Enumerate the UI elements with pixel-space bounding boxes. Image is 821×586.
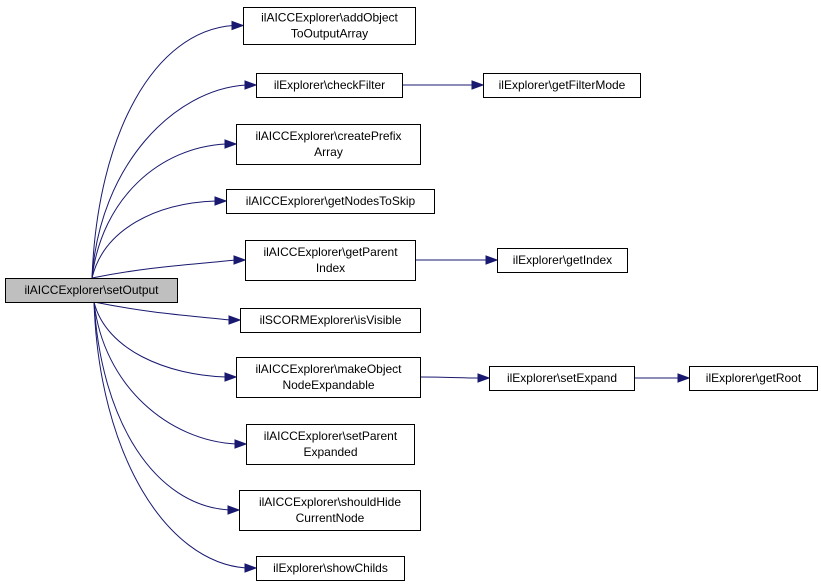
node-box: [246, 424, 415, 465]
node-getFilterMode[interactable]: ilExplorer\getFilterMode: [483, 73, 641, 98]
call-edge-setOutput-to-createPrefixArray: [91, 139, 238, 279]
node-box: [226, 189, 435, 214]
call-edge-setOutput-to-isVisible: [93, 301, 242, 325]
node-label-line: Expanded: [303, 445, 357, 459]
call-nodes: ilAICCExplorer\setOutput ilAICCExplorer\a…: [5, 7, 818, 581]
arrowhead-icon: [224, 139, 238, 149]
node-box: [489, 366, 635, 391]
call-edge-setOutput-to-getParentIndex: [91, 255, 247, 279]
call-edge-setOutput-to-checkFilter: [91, 80, 258, 279]
node-box: [240, 308, 421, 333]
node-box: [236, 357, 421, 398]
call-edge-setOutput-to-addObjectToOutputArray: [91, 20, 245, 279]
node-label-line: ilAICCExplorer\addObject: [261, 11, 398, 25]
node-label-line: ilExplorer\showChilds: [273, 561, 388, 575]
node-getIndex[interactable]: ilExplorer\getIndex: [497, 248, 628, 273]
arrowhead-icon: [471, 80, 485, 90]
node-label-line: CurrentNode: [296, 511, 365, 525]
node-box: [497, 248, 628, 273]
node-box: [256, 73, 403, 98]
node-label-line: ilAICCExplorer\setParent: [264, 429, 398, 443]
arrowhead-icon: [244, 80, 258, 90]
node-label-line: ToOutputArray: [291, 27, 368, 41]
node-label-line: ilSCORMExplorer\isVisible: [260, 313, 402, 327]
arrowhead-icon: [227, 505, 241, 515]
node-setOutput[interactable]: ilAICCExplorer\setOutput: [5, 278, 178, 303]
node-label-line: NodeExpandable: [282, 378, 374, 392]
call-edge-setOutput-to-shouldHideCurrentNode: [93, 301, 241, 515]
node-label-line: ilAICCExplorer\setOutput: [24, 283, 159, 297]
call-edge-getParentIndex-to-getIndex: [415, 255, 499, 265]
node-label-line: ilExplorer\checkFilter: [274, 78, 385, 92]
node-isVisible[interactable]: ilSCORMExplorer\isVisible: [240, 308, 421, 333]
call-edge-setOutput-to-showChilds: [93, 301, 258, 573]
arrowhead-icon: [233, 255, 247, 265]
arrowhead-icon: [214, 196, 228, 206]
call-edge-makeObjectNodeExpandable-to-setExpand: [419, 373, 491, 383]
node-showChilds[interactable]: ilExplorer\showChilds: [256, 556, 405, 581]
call-edge-setOutput-to-makeObjectNodeExpandable: [93, 301, 238, 382]
node-box: [236, 124, 421, 165]
node-label-line: ilExplorer\getFilterMode: [499, 78, 626, 92]
call-edge-setExpand-to-getRoot: [633, 373, 691, 383]
node-box: [256, 556, 405, 581]
node-label-line: ilAICCExplorer\getParent: [263, 245, 398, 259]
arrowhead-icon: [224, 372, 238, 382]
arrowhead-icon: [228, 315, 242, 325]
node-box: [239, 490, 421, 531]
call-edge-setOutput-to-getNodesToSkip: [91, 196, 228, 279]
node-label-line: ilExplorer\getRoot: [706, 371, 802, 385]
node-checkFilter[interactable]: ilExplorer\checkFilter: [256, 73, 403, 98]
call-edge-checkFilter-to-getFilterMode: [402, 80, 485, 90]
arrowhead-icon: [477, 373, 491, 383]
arrowhead-icon: [231, 20, 245, 31]
node-label-line: ilAICCExplorer\getNodesToSkip: [246, 194, 416, 208]
node-box: [5, 278, 178, 303]
node-label-line: Array: [314, 145, 343, 159]
node-box: [243, 7, 416, 45]
node-label-line: ilAICCExplorer\shouldHide: [259, 495, 401, 509]
node-label-line: ilAICCExplorer\makeObject: [255, 362, 402, 376]
node-label-line: ilExplorer\getIndex: [513, 253, 612, 267]
call-edge-setOutput-to-setParentExpanded: [93, 301, 248, 449]
arrowhead-icon: [485, 255, 499, 265]
call-edges: [91, 20, 691, 573]
node-label-line: ilExplorer\setExpand: [507, 371, 617, 385]
node-setExpand[interactable]: ilExplorer\setExpand: [489, 366, 635, 391]
arrowhead-icon: [244, 563, 258, 573]
node-getRoot[interactable]: ilExplorer\getRoot: [689, 366, 818, 391]
node-box: [245, 240, 416, 281]
arrowhead-icon: [234, 439, 248, 449]
node-box: [483, 73, 641, 98]
arrowhead-icon: [677, 373, 691, 383]
node-box: [689, 366, 818, 391]
node-label-line: ilAICCExplorer\createPrefix: [255, 129, 401, 143]
node-label-line: Index: [316, 261, 345, 275]
node-getNodesToSkip[interactable]: ilAICCExplorer\getNodesToSkip: [226, 189, 435, 214]
